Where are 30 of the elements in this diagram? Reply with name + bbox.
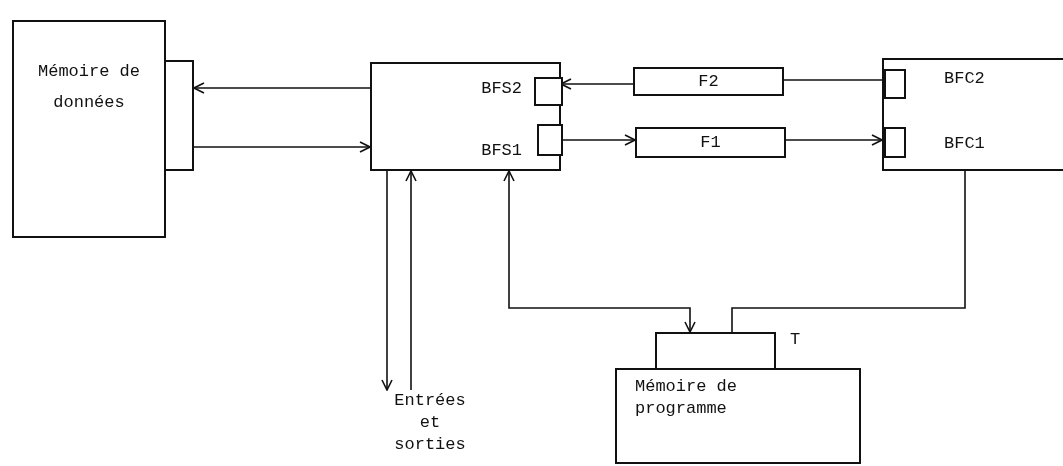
port-box <box>884 69 906 99</box>
memory-box <box>12 20 166 238</box>
port-label: T <box>790 330 801 349</box>
arrow <box>193 141 371 153</box>
connector-line <box>783 79 883 81</box>
port-box <box>655 332 776 370</box>
arrow <box>381 170 393 391</box>
arrow <box>785 134 883 146</box>
memory-box <box>615 368 861 464</box>
box-label: Entrées et sorties <box>393 390 467 456</box>
box-label: BFS2 <box>480 78 522 100</box>
port-box <box>884 127 906 158</box>
port-box <box>537 124 563 156</box>
arrow <box>405 170 417 391</box>
arrow <box>193 82 371 94</box>
port-box <box>164 60 194 171</box>
block-box <box>882 58 1063 171</box>
box-label: Mémoire de données <box>37 61 141 114</box>
box-label: Mémoire de programme <box>635 376 739 420</box>
arrow <box>503 170 696 333</box>
port-box <box>534 77 563 106</box>
box-label: BFC1 <box>944 133 986 155</box>
buffer-box <box>635 127 786 158</box>
box-label: BFC2 <box>944 68 986 90</box>
box-label: BFS1 <box>480 140 522 162</box>
connector-line <box>731 170 966 333</box>
box-label: F2 <box>697 71 720 93</box>
box-label: F1 <box>699 132 722 154</box>
buffer-box <box>633 67 784 96</box>
block-box <box>370 62 561 171</box>
